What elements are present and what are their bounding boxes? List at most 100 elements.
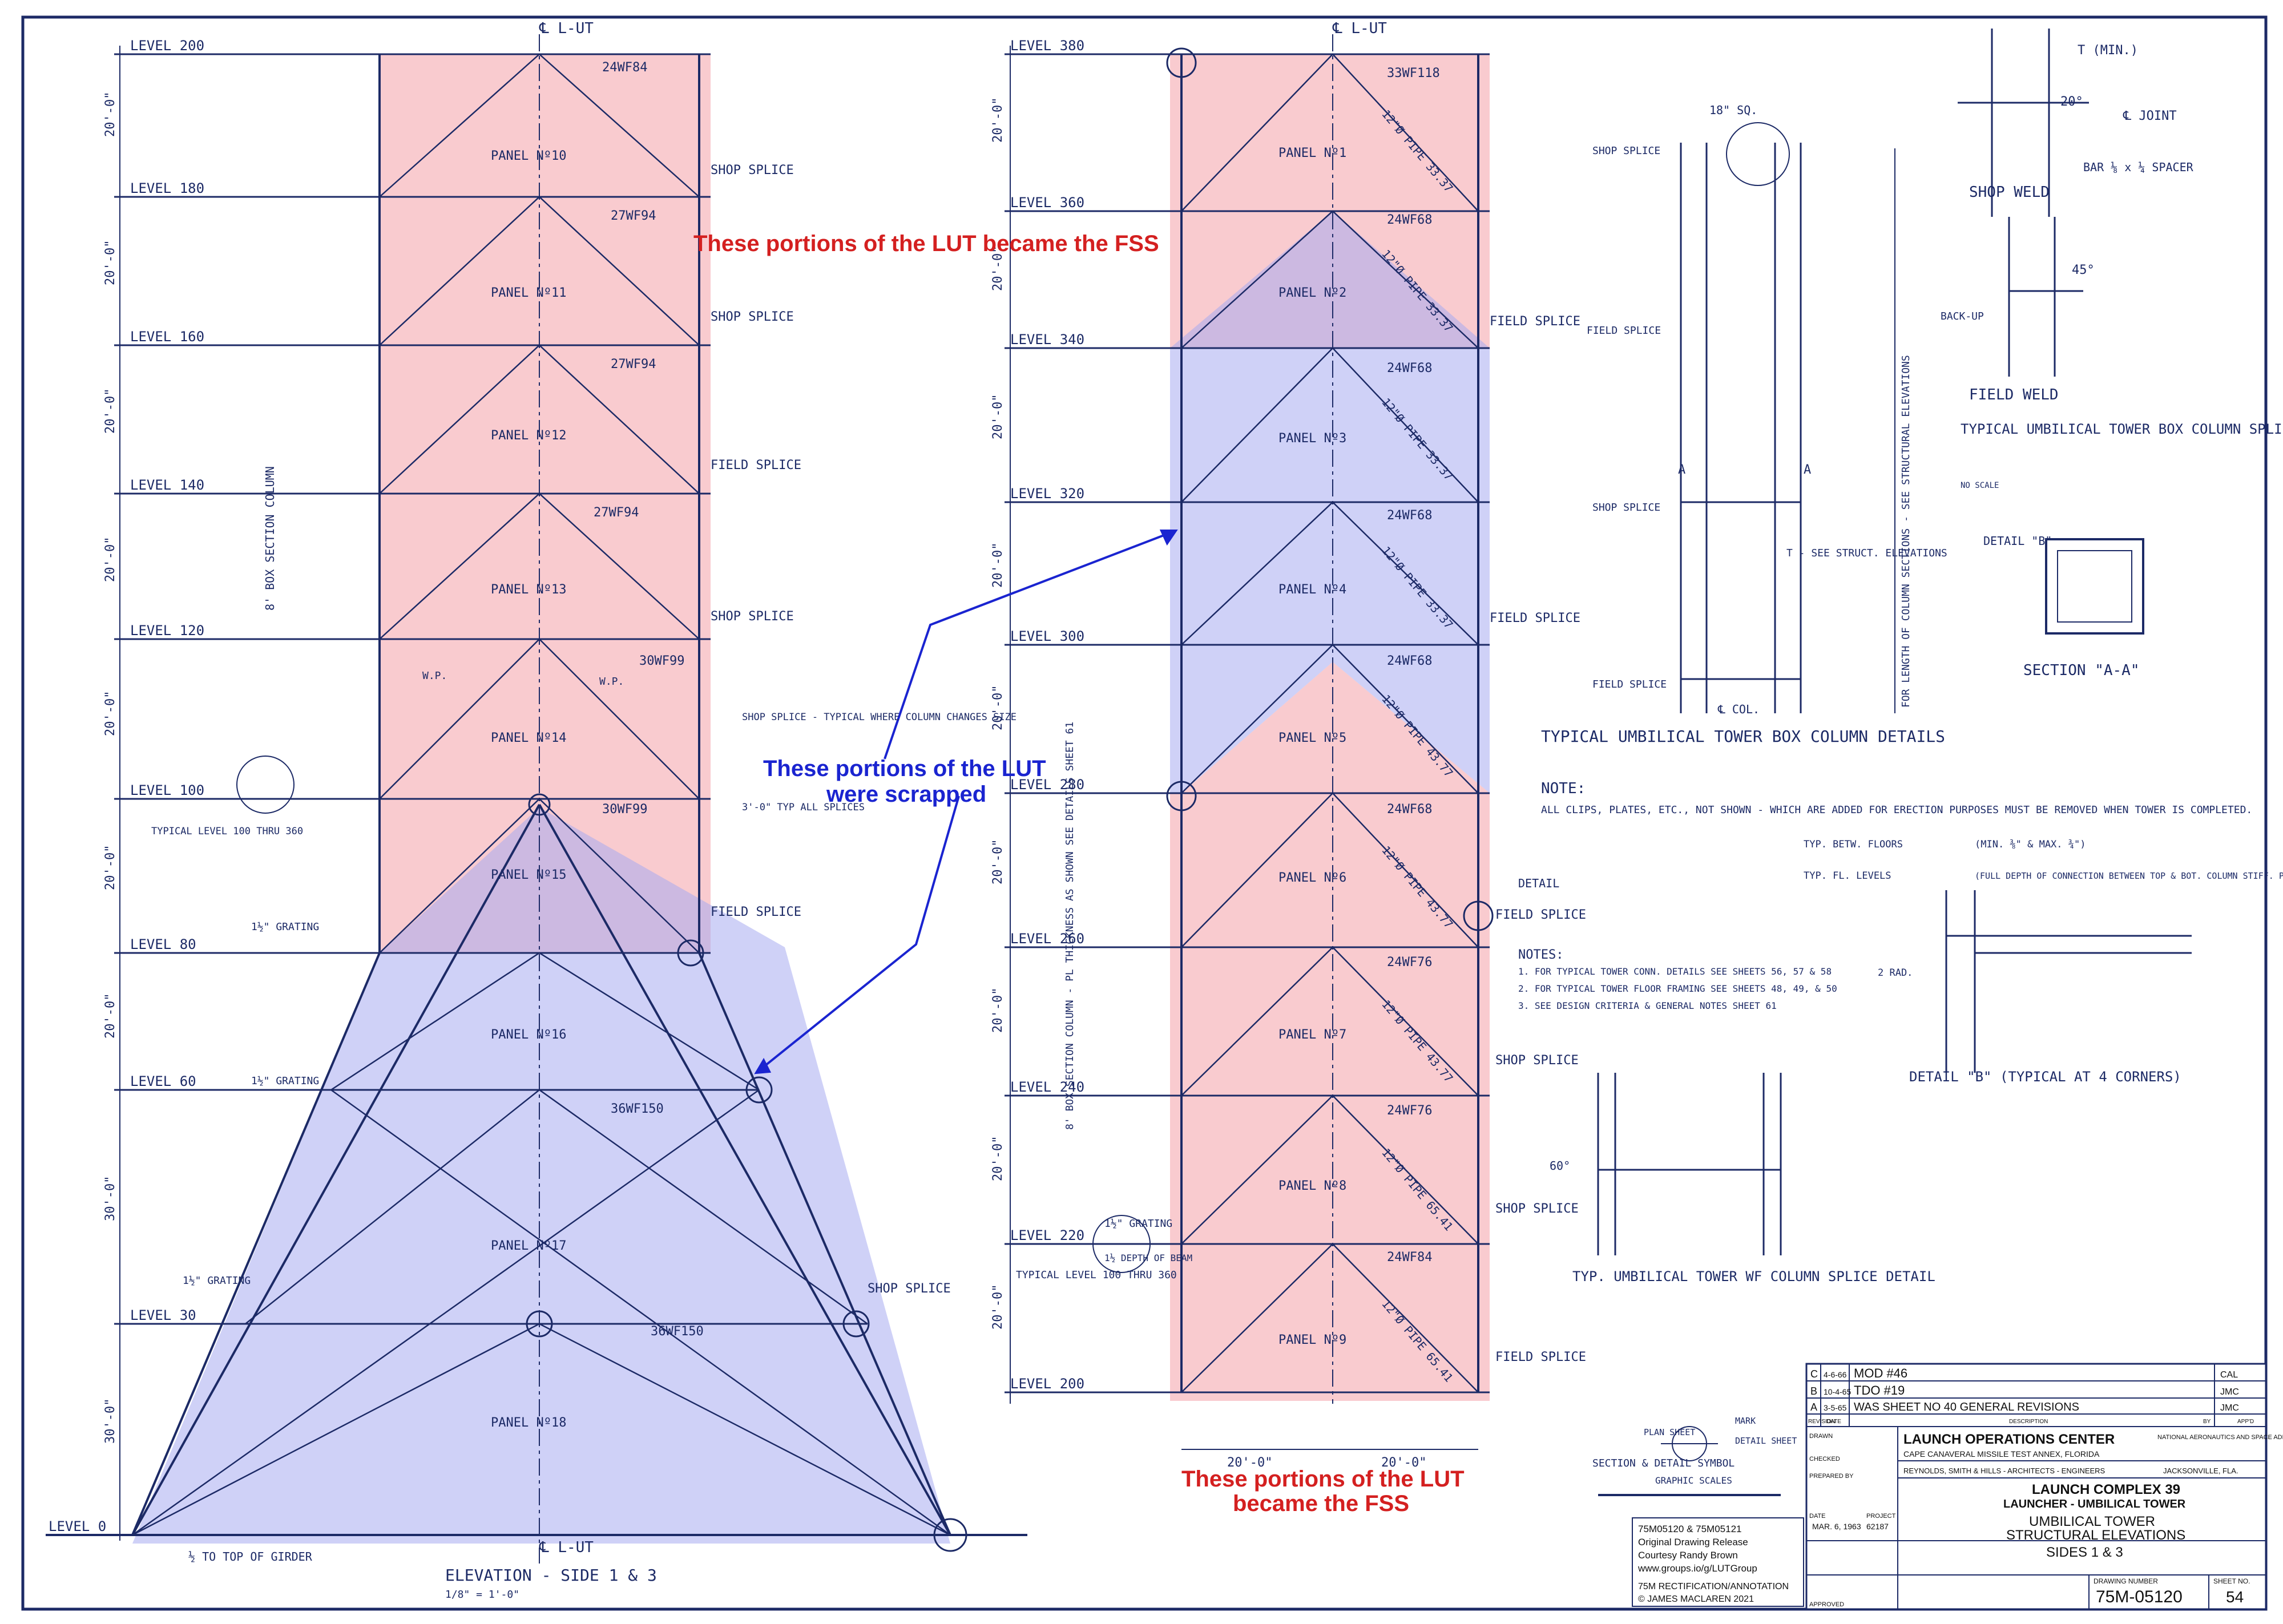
- left-level-lines: [46, 53, 1027, 1536]
- center-level-label: LEVEL 380: [1010, 38, 1084, 54]
- credit-line: www.groups.io/g/LUTGroup: [1637, 1563, 1757, 1574]
- section-mark-a: A: [1804, 463, 1811, 477]
- left-beam-label: 30WF99: [639, 654, 684, 668]
- annotation-scrapped-line1: These portions of the LUT: [763, 756, 1046, 781]
- left-level-label: LEVEL 100: [130, 782, 204, 798]
- joint-label: ℄ JOINT: [2123, 109, 2177, 123]
- section-mark-a: A: [1678, 463, 1685, 477]
- detail-b-label: (MIN. ⅜" & MAX. ¾"): [1975, 839, 2086, 850]
- left-panel-label: PANEL Nº10: [491, 149, 566, 163]
- center-level-lines: [1005, 53, 1490, 1393]
- left-panel-label: PANEL Nº12: [491, 429, 566, 443]
- rev-header: REVISION: [1808, 1419, 1836, 1425]
- left-note: 3'-0" TYP ALL SPLICES: [742, 802, 865, 813]
- center-spacing-dim: 20'-0": [991, 246, 1005, 291]
- right-details: [1597, 29, 2192, 1496]
- center-panel-label: PANEL Nº2: [1278, 286, 1346, 300]
- left-spacing-dim: 20'-0": [103, 993, 118, 1039]
- detail-b-label: 2 RAD.: [1878, 967, 1913, 979]
- col-centerline-label: ℄ COL.: [1717, 702, 1760, 716]
- center-notes-heading: NOTES:: [1518, 948, 1563, 962]
- left-splice-label: SHOP SPLICE: [711, 609, 794, 624]
- fss-overlay-left: [380, 54, 711, 953]
- tb-sheet-no: 54: [2226, 1588, 2244, 1606]
- tb-sheet-title: SIDES 1 & 3: [2046, 1545, 2123, 1560]
- left-note: W.P.: [599, 676, 624, 688]
- square-dim: 18" SQ.: [1709, 103, 1757, 117]
- wf-splice-drawing: [1597, 1073, 1782, 1255]
- left-spacing-dim: 20'-0": [103, 240, 118, 285]
- box-splice-label: FIELD SPLICE: [1587, 325, 1661, 337]
- shop-weld-detail: [1958, 29, 2089, 217]
- left-splice-label: FIELD SPLICE: [711, 905, 801, 919]
- arrow-upper: [884, 530, 1176, 760]
- t-note: T - SEE STRUCT. ELEVATIONS: [1786, 547, 1947, 559]
- left-note: 1½" GRATING: [251, 1075, 319, 1087]
- rev-by: JMC: [2220, 1387, 2239, 1397]
- annotation-scrapped-line2: were scrapped: [826, 782, 986, 807]
- left-spacing-dim: 20'-0": [103, 691, 118, 736]
- tb-firm-city: JACKSONVILLE, FLA.: [2163, 1467, 2238, 1475]
- rev-code: C: [1810, 1368, 1818, 1380]
- left-beam-label: 24WF84: [602, 60, 647, 75]
- left-note: TYPICAL LEVEL 100 THRU 360: [151, 826, 303, 837]
- left-beam-label: 27WF94: [611, 209, 656, 223]
- center-splice-label: FIELD SPLICE: [1495, 908, 1586, 922]
- annotation-fss-bottom-line2: became the FSS: [1233, 1491, 1409, 1516]
- center-beam-label: 24WF76: [1387, 1104, 1432, 1118]
- left-beam-label: 36WF150: [651, 1324, 704, 1339]
- tb-subtitle: LAUNCHER - UMBILICAL TOWER: [2003, 1498, 2186, 1510]
- left-spacing-dim: 20'-0": [103, 389, 118, 434]
- credit-line: © JAMES MACLAREN 2021: [1638, 1594, 1754, 1604]
- center-beam-label: 24WF68: [1387, 361, 1432, 375]
- rev-date: 3-5-65: [1824, 1403, 1847, 1412]
- center-typical-level: TYPICAL LEVEL 100 THRU 360: [1016, 1269, 1177, 1281]
- left-level-label: LEVEL 160: [130, 329, 204, 345]
- section-aa-title: SECTION "A-A": [2023, 662, 2140, 679]
- center-bottom-dim: 20'-0": [1381, 1456, 1426, 1470]
- section-aa-box: [2045, 538, 2144, 635]
- title-block: C 4-6-66 MOD #46 CAL B 10-4-65 TDO #19 J…: [1805, 1363, 2283, 1610]
- center-panel-label: PANEL Nº9: [1278, 1333, 1346, 1347]
- credit-line: Courtesy Randy Brown: [1638, 1550, 1738, 1561]
- detail-b-drawing: [1945, 890, 2192, 1073]
- splice-detail-title: TYPICAL UMBILICAL TOWER BOX COLUMN SPLIC…: [1961, 421, 2283, 437]
- rev-header: BY: [2203, 1419, 2211, 1425]
- note-text: ALL CLIPS, PLATES, ETC., NOT SHOWN - WHI…: [1541, 804, 2252, 816]
- center-spacing-dim: 20'-0": [991, 394, 1005, 439]
- wf-angle: 60°: [1550, 1159, 1570, 1173]
- left-bottom-note: ½ TO TOP OF GIRDER: [188, 1550, 313, 1564]
- center-level-label: LEVEL 340: [1010, 332, 1084, 348]
- left-beam-label: 27WF94: [611, 357, 656, 371]
- tb-drawing-number: 75M-05120: [2096, 1587, 2183, 1606]
- center-centerline-label: ℄ L-UT: [1332, 20, 1387, 37]
- center-elevation: [1005, 34, 1494, 1450]
- center-level-label: LEVEL 240: [1010, 1079, 1084, 1095]
- left-level-label: LEVEL 0: [49, 1518, 106, 1534]
- rev-date: 4-6-66: [1824, 1370, 1847, 1379]
- shop-weld-title: SHOP WELD: [1969, 184, 2050, 201]
- left-beam-label: 36WF150: [611, 1102, 664, 1116]
- center-spacing-dim: 20'-0": [991, 98, 1005, 143]
- tb-center: LAUNCH OPERATIONS CENTER: [1903, 1432, 2115, 1447]
- credits-block: 75M05120 & 75M05121 Original Drawing Rel…: [1632, 1517, 1804, 1607]
- left-level-label: LEVEL 120: [130, 623, 204, 639]
- left-level-label: LEVEL 140: [130, 477, 204, 493]
- tb-date: MAR. 6, 1963: [1812, 1522, 1861, 1531]
- graphic-scales: GRAPHIC SCALES: [1655, 1475, 1732, 1486]
- left-centerline-label: ℄ L-UT: [539, 20, 594, 37]
- center-panel-label: PANEL Nº1: [1278, 146, 1346, 160]
- center-level-label: LEVEL 300: [1010, 628, 1084, 644]
- left-spacing-dim: 30'-0": [103, 1176, 118, 1221]
- left-column-label: 8' BOX SECTION COLUMN: [263, 466, 277, 611]
- rev-by: CAL: [2220, 1370, 2238, 1380]
- t-min-label: T (MIN.): [2078, 43, 2138, 58]
- left-note: 1½" GRATING: [183, 1275, 251, 1287]
- side-note: FOR LENGTH OF COLUMN SECTIONS - SEE STRU…: [1900, 355, 1912, 708]
- symbol-label: MARK: [1735, 1416, 1756, 1426]
- left-level-label: LEVEL 80: [130, 936, 196, 952]
- center-splice-label: FIELD SPLICE: [1495, 1350, 1586, 1364]
- center-panel-label: PANEL Nº4: [1278, 583, 1346, 597]
- left-panel-label: PANEL Nº15: [491, 868, 566, 882]
- center-level-label: LEVEL 260: [1010, 931, 1084, 947]
